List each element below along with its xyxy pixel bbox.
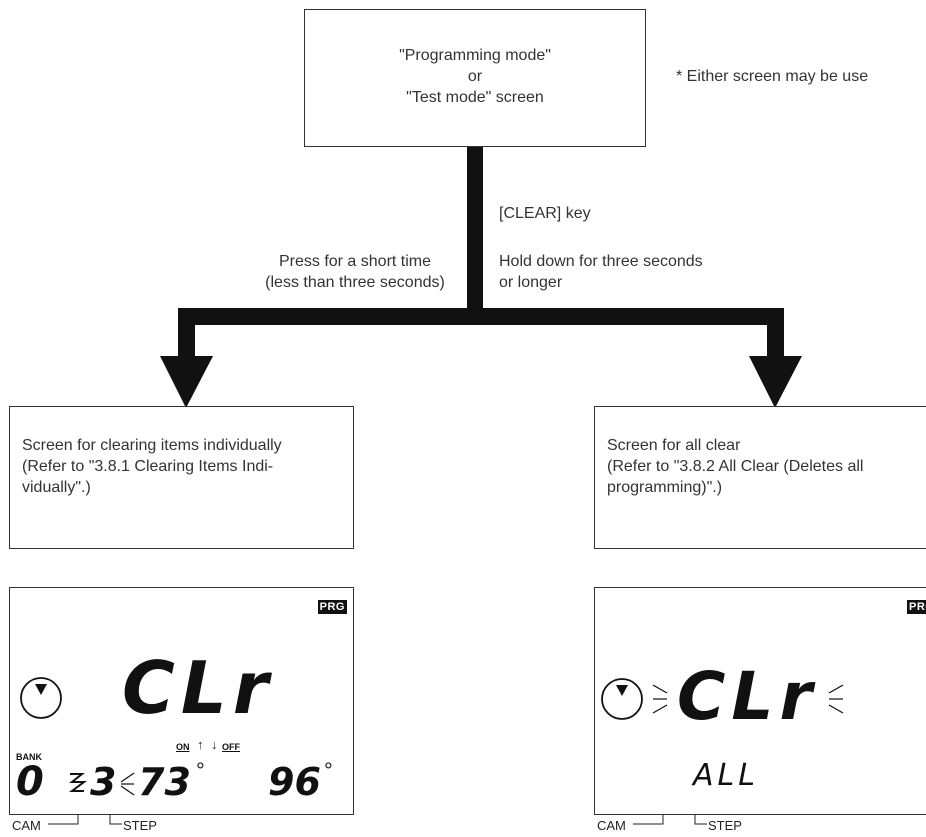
branch-line — [178, 308, 784, 325]
rotation-dial-icon — [20, 677, 62, 719]
clear-key-label: [CLEAR] key — [499, 205, 591, 222]
long-press-line-1: Hold down for three seconds — [499, 253, 703, 270]
either-screen-note: * Either screen may be use — [676, 68, 869, 85]
up-arrow-icon: ↑ — [197, 737, 204, 752]
cam-step-brackets-right — [633, 814, 707, 825]
on-degree-symbol: ° — [196, 758, 205, 783]
long-press-label: Hold down for three seconds or longer — [499, 251, 703, 293]
all-clear-box: Screen for all clear (Refer to "3.8.2 Al… — [594, 406, 926, 549]
blink-marks-right-icon — [828, 684, 844, 714]
short-press-line-2: (less than three seconds) — [265, 274, 445, 291]
down-arrow-icon: ↓ — [211, 737, 218, 752]
all-clear-line-1: Screen for all clear — [607, 437, 741, 454]
cam-label-right: CAM — [597, 818, 626, 833]
off-angle-value: 96 — [268, 760, 321, 804]
mode-screen-box: "Programming mode" or "Test mode" screen — [304, 9, 646, 147]
bank-value: 0 — [16, 759, 44, 805]
trunk-line — [467, 146, 483, 324]
cam-step-brackets-left — [48, 814, 122, 825]
long-press-line-2: or longer — [499, 274, 563, 291]
prg-badge: PRG — [317, 600, 347, 614]
lcd-display-individual: PRG CLr BANK 0 3 ON ↑ ↓ OFF 73 ° 96 ° — [9, 587, 354, 815]
step-label-right: STEP — [708, 818, 742, 833]
bank-label: BANK — [16, 752, 42, 762]
all-clear-line-3: programming)".) — [607, 479, 723, 496]
all-readout: ALL — [693, 758, 759, 793]
mode-line-2: or — [467, 68, 483, 85]
all-clear-line-2: (Refer to "3.8.2 All Clear (Deletes all — [607, 458, 864, 475]
off-label: OFF — [222, 742, 240, 752]
short-press-label: Press for a short time (less than three … — [250, 251, 460, 293]
mode-line-3: "Test mode" screen — [406, 89, 544, 106]
clr-main-readout: CLr — [122, 646, 275, 730]
prg-badge: PRG — [907, 600, 926, 614]
right-arrow-head — [749, 356, 802, 408]
clear-individual-box: Screen for clearing items individually (… — [9, 406, 354, 549]
step-label-left: STEP — [123, 818, 157, 833]
on-label: ON — [176, 742, 190, 752]
clear-individual-line-3: vidually".) — [22, 479, 91, 496]
left-drop-line — [178, 308, 195, 360]
short-press-line-1: Press for a short time — [278, 253, 432, 270]
lcd-display-all-clear: PRG CLr ALL — [594, 587, 926, 815]
step-value: 3 — [90, 760, 117, 804]
right-drop-line — [767, 308, 784, 360]
step-indicator-icon — [69, 773, 87, 792]
blink-marks-icon — [120, 772, 135, 796]
clear-individual-line-1: Screen for clearing items individually — [22, 437, 282, 454]
clear-individual-line-2: (Refer to "3.8.1 Clearing Items Indi- — [22, 458, 274, 475]
blink-marks-left-icon — [652, 684, 668, 714]
clr-main-readout: CLr — [677, 658, 819, 735]
cam-label-left: CAM — [12, 818, 41, 833]
rotation-dial-icon — [601, 678, 643, 720]
mode-line-1: "Programming mode" — [399, 47, 551, 64]
left-arrow-head — [160, 356, 213, 408]
on-angle-value: 73 — [138, 760, 191, 804]
off-degree-symbol: ° — [324, 758, 333, 783]
